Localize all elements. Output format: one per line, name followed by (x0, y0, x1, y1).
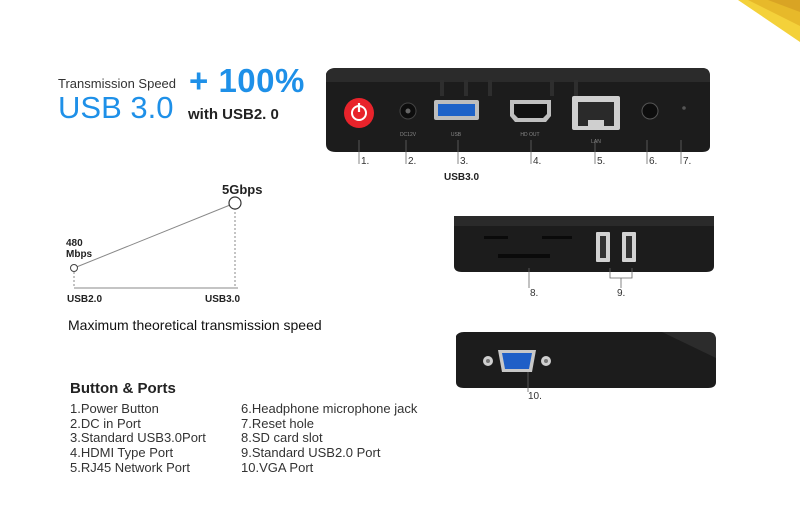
speed-chart (70, 196, 242, 289)
chart-left-label: 480 Mbps (66, 238, 92, 260)
vga-callout-line (527, 372, 529, 392)
list-item: 10.VGA Port (241, 459, 314, 475)
ports-list-col2: 6.Headphone microphone jack 7.Reset hole… (241, 401, 418, 476)
chart-left-label-value: 480 (66, 238, 83, 249)
callout-2: 2. (408, 156, 417, 167)
callout-9: 9. (617, 288, 626, 299)
rear-panel-device: DC12V USB HD OUT LAN (326, 68, 710, 152)
usb3-point (228, 196, 242, 210)
side-callout-lines (528, 268, 633, 288)
callout-4: 4. (533, 156, 542, 167)
speed-increase-value: + 100% (189, 62, 305, 99)
sd-slot-medium (542, 236, 572, 239)
callout-5: 5. (597, 156, 606, 167)
sd-slot-small (484, 236, 508, 239)
lan-port-text: LAN (591, 139, 601, 145)
callout-1: 1. (361, 156, 370, 167)
rear-callout-lines (358, 140, 682, 164)
ports-section-title: Button & Ports (70, 380, 176, 397)
with-usb2-label: with USB2. 0 (188, 106, 279, 123)
with-text: with (188, 106, 218, 123)
corner-decoration (738, 0, 800, 42)
list-item: 8.SD card slot (241, 430, 323, 446)
chart-top-label: 5Gbps (222, 182, 263, 197)
chart-left-label-unit: Mbps (66, 249, 93, 260)
list-item: 4.HDMI Type Port (70, 445, 174, 461)
list-item: 1.Power Button (70, 401, 159, 416)
callout-10: 10. (528, 391, 542, 402)
reset-hole (682, 106, 686, 110)
ports-list-col1: 1.Power Button 2.DC in Port 3.Standard U… (70, 401, 206, 476)
chart-caption: Maximum theoretical transmission speed (68, 317, 322, 333)
sd-slot (498, 254, 550, 258)
hdmi-port-text: HD OUT (520, 132, 539, 138)
side-panel-device (454, 216, 714, 272)
power-button (344, 98, 374, 128)
speed-line (73, 202, 236, 269)
transmission-speed-label: Transmission Speed (58, 76, 177, 91)
dc-port-text: DC12V (400, 132, 417, 138)
usb2-text: USB2. 0 (222, 106, 279, 123)
usb3-title: USB 3.0 (58, 90, 174, 125)
usb2-point (70, 264, 78, 272)
list-item: 5.RJ45 Network Port (70, 459, 190, 475)
list-item: 7.Reset hole (241, 415, 314, 431)
callout-3: 3. (460, 156, 469, 167)
list-item: 2.DC in Port (70, 415, 141, 431)
usb-port-text: USB (451, 132, 462, 138)
callout-8: 8. (530, 288, 539, 299)
callout-7: 7. (683, 156, 692, 167)
list-item: 3.Standard USB3.0Port (70, 430, 206, 446)
headphone-jack (641, 102, 659, 120)
callout-6: 6. (649, 156, 658, 167)
list-item: 9.Standard USB2.0 Port (241, 445, 381, 461)
vga-panel-device (456, 332, 716, 388)
usb3-callout-label: USB3.0 (444, 172, 480, 183)
chart-x-end-label: USB3.0 (205, 294, 241, 305)
list-item: 6.Headphone microphone jack (241, 401, 418, 416)
chart-x-start-label: USB2.0 (67, 294, 103, 305)
